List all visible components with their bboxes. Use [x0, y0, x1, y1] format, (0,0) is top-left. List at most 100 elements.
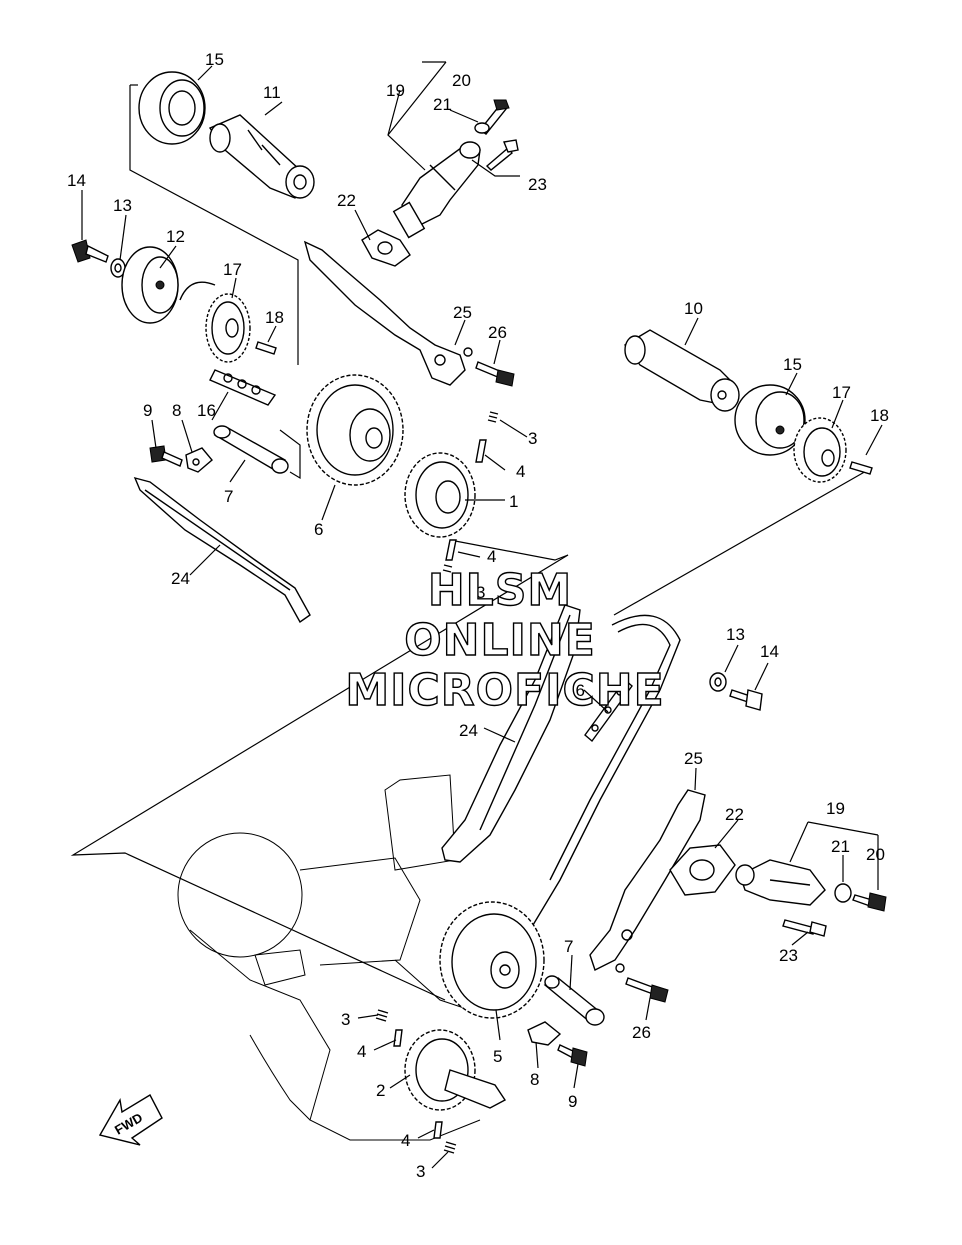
bolt-9-bottom	[557, 1044, 588, 1067]
shaft-7-bottom	[543, 975, 605, 1026]
callout: 3	[476, 583, 485, 602]
callout: 26	[632, 1023, 651, 1042]
explosion-lines	[70, 84, 869, 1001]
tensioner-19-bottom	[735, 859, 826, 906]
engine-outline	[177, 774, 481, 1141]
washer-21-top	[474, 122, 490, 134]
callout: 25	[684, 749, 703, 768]
bolt-14-left	[71, 239, 109, 263]
pin-18-right	[849, 461, 873, 475]
guide-24-bottom	[441, 604, 581, 863]
pin-4-bottom-a	[393, 1029, 403, 1047]
chain-loop	[529, 614, 681, 931]
callout: 1	[509, 492, 518, 511]
callout: 24	[171, 569, 190, 588]
callout: 3	[341, 1010, 350, 1029]
bolt-23-bottom	[782, 919, 827, 937]
callout-numbers: 15 11 19 20 21 23 22 14 13 12 17 18 25 2…	[67, 50, 889, 1181]
callout: 22	[337, 191, 356, 210]
spring-3-bottom-a	[375, 1009, 389, 1022]
callout: 9	[568, 1092, 577, 1111]
callout: 7	[564, 937, 573, 956]
chain-16-top	[209, 369, 277, 406]
watermark-line-3: MICROFICHE	[345, 665, 664, 716]
bracket-8-bottom	[527, 1021, 562, 1046]
callout: 14	[67, 171, 86, 190]
callout: 4	[401, 1131, 410, 1150]
callout: 18	[870, 406, 889, 425]
callout: 19	[826, 799, 845, 818]
callout: 16	[566, 681, 585, 700]
gasket-22-bottom	[669, 844, 736, 896]
bolt-20-bottom	[852, 892, 887, 912]
callout: 10	[684, 299, 703, 318]
callout: 8	[530, 1070, 539, 1089]
bolt-14-right	[729, 689, 763, 711]
callout: 9	[143, 401, 152, 420]
gear-5	[439, 901, 545, 1019]
guide-25-top	[303, 240, 473, 386]
callout: 8	[172, 401, 181, 420]
sprocket-17-right	[793, 417, 847, 483]
callout: 2	[376, 1081, 385, 1100]
callout: 17	[832, 383, 851, 402]
callout: 19	[386, 81, 405, 100]
camshaft-10	[623, 329, 740, 412]
callout: 12	[166, 227, 185, 246]
callout: 20	[452, 71, 471, 90]
sprocket-17-left	[179, 281, 251, 363]
callout: 21	[831, 837, 850, 856]
bolt-9-left	[149, 445, 183, 467]
guide-24-top	[133, 476, 311, 624]
gear-2	[404, 1029, 507, 1111]
callout: 26	[488, 323, 507, 342]
bearing-15-top	[138, 71, 206, 145]
watermark-line-1: HLSM	[428, 565, 572, 616]
callout: 4	[487, 547, 496, 566]
gear-1	[404, 452, 476, 538]
callout: 16	[197, 401, 216, 420]
bolt-26-bottom	[625, 977, 669, 1003]
callout: 15	[783, 355, 802, 374]
pin-4-bottom-b	[433, 1121, 443, 1139]
callout: 22	[725, 805, 744, 824]
watermark-line-2: ONLINE	[404, 615, 596, 666]
callout: 11	[263, 83, 281, 102]
callout: 21	[433, 95, 452, 114]
spring-3-bottom-b	[443, 1141, 457, 1154]
callout: 25	[453, 303, 472, 322]
callout: 6	[314, 520, 323, 539]
callout: 3	[528, 429, 537, 448]
callout: 24	[459, 721, 478, 740]
gear-6	[306, 374, 404, 486]
callout: 14	[760, 642, 779, 661]
bracket-8-left	[185, 447, 213, 473]
callout: 15	[205, 50, 224, 69]
callout: 4	[357, 1042, 366, 1061]
pin-4-top	[475, 439, 487, 463]
washer-13-right	[709, 672, 727, 692]
guide-25-bottom	[589, 789, 706, 973]
callout: 5	[493, 1047, 502, 1066]
camshaft-11	[208, 114, 315, 199]
tensioner-19-top	[392, 141, 481, 239]
gasket-22-top	[361, 229, 411, 267]
callout: 17	[223, 260, 242, 279]
callout: 13	[113, 196, 132, 215]
spring-3-top	[487, 411, 499, 423]
callout: 23	[779, 946, 798, 965]
leader-lines	[81, 61, 883, 1169]
callout: 20	[866, 845, 885, 864]
callout: 13	[726, 625, 745, 644]
washer-21-bottom	[834, 883, 852, 903]
bolt-23-top	[485, 139, 519, 171]
spring-3-mid	[442, 564, 453, 573]
bolt-26-top	[475, 361, 515, 387]
callout: 18	[265, 308, 284, 327]
callout: 7	[224, 487, 233, 506]
shaft-7-left	[213, 425, 289, 474]
watermark: HLSM ONLINE MICROFICHE	[345, 564, 665, 716]
plate-15-right	[734, 384, 806, 456]
pin-18-left	[255, 341, 277, 355]
